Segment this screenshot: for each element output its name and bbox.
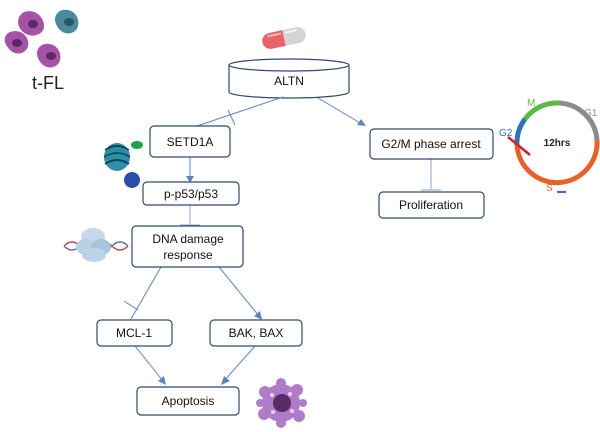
proliferation-node: Proliferation [378, 191, 485, 219]
dna-response-label: response [163, 248, 213, 262]
cycle-s-arc [514, 139, 600, 185]
g2m-label: G2/M phase arrest [381, 137, 481, 151]
bakbax-node: BAK, BAX [209, 319, 303, 347]
cycle-g2-arc [514, 117, 528, 146]
edge-bakbax-apoptosis [223, 345, 256, 382]
cell-cycle-icon [507, 100, 600, 185]
tfl-label: t-FL [32, 73, 64, 93]
dna-damage-response-node: DNA damage response [131, 225, 244, 268]
edge-dna-mcl1-bar [123, 300, 139, 311]
apoptosis-node: Apoptosis [136, 386, 240, 416]
edge-mcl1-apoptosis-head [158, 376, 166, 385]
pill-capsule-icon [262, 27, 306, 49]
edge-setd1a-p53-head [186, 176, 194, 183]
cycle-g1-arc [558, 100, 600, 141]
edge-altn-g2m [317, 97, 363, 125]
cycle-center-label: 12hrs [544, 138, 571, 149]
p53-label: p-p53/p53 [164, 187, 218, 201]
edge-dna-bakbax-head [254, 311, 262, 320]
dna-damage-icon [63, 228, 129, 262]
tfl-cells-icon [4, 9, 79, 68]
cycle-m-arc [522, 100, 560, 121]
phase-m-label: M [527, 98, 535, 109]
dna-damage-label: DNA damage [152, 232, 224, 246]
phase-g2-label: G2 [499, 128, 513, 139]
mcl1-label: MCL-1 [116, 326, 152, 340]
proliferation-label: Proliferation [399, 198, 463, 212]
edge-mcl1-apoptosis [134, 345, 164, 382]
bakbax-label: BAK, BAX [229, 326, 284, 340]
setd1a-node: SETD1A [149, 125, 231, 158]
edge-altn-setd1a-bar [227, 109, 236, 126]
apoptotic-cell-icon [256, 378, 307, 428]
edge-dna-bakbax [218, 266, 260, 317]
phase-g1-label: G1 [584, 108, 598, 119]
cycle-arrest-marker [507, 136, 531, 156]
nucleosome-icon [103, 141, 143, 188]
edge-bakbax-apoptosis-head [221, 376, 230, 385]
g2m-arrest-node: G2/M phase arrest [369, 128, 494, 160]
altn-drug-node: ALTN [228, 58, 350, 99]
setd1a-label: SETD1A [167, 135, 214, 149]
mcl1-node: MCL-1 [96, 319, 173, 347]
phase-s-label: S [546, 183, 553, 194]
edge-altn-setd1a [196, 96, 284, 127]
apoptosis-label: Apoptosis [162, 394, 215, 408]
p53-node: p-p53/p53 [142, 181, 240, 206]
altn-label: ALTN [274, 74, 304, 88]
edge-altn-g2m-head [357, 119, 366, 126]
edge-dna-mcl1 [130, 266, 162, 320]
edges [123, 96, 441, 385]
